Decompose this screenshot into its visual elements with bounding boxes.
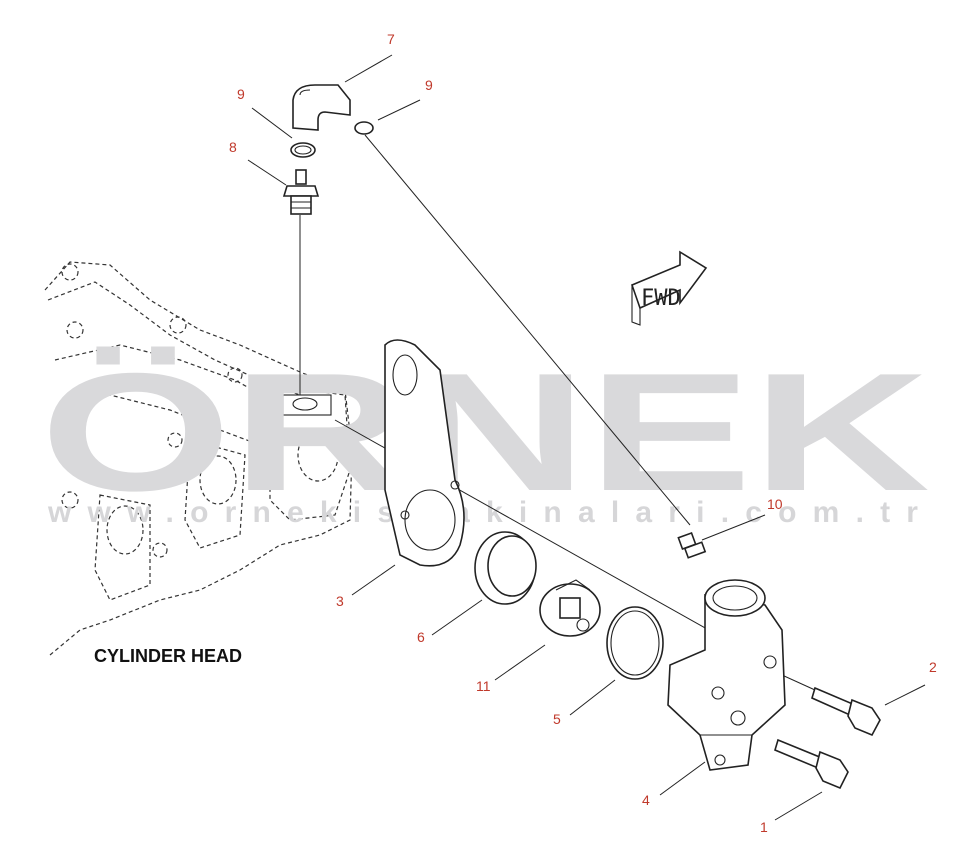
callout-2: 2 (929, 659, 937, 675)
callout-10: 10 (767, 496, 783, 512)
callout-7: 7 (387, 31, 395, 47)
watermark: ÖRNEK www.ornekismakinalari.com.tr (40, 338, 930, 529)
callout-3: 3 (336, 593, 344, 609)
clamp-right (354, 121, 374, 135)
callout-1: 1 (760, 819, 768, 835)
fwd-label: FWD (641, 286, 681, 311)
connector-small (677, 531, 707, 559)
thermostat (539, 579, 601, 637)
callout-4: 4 (642, 792, 650, 808)
callout-6: 6 (417, 629, 425, 645)
watermark-brand: ÖRNEK (40, 338, 930, 526)
o-ring (606, 606, 664, 680)
clamp-left (290, 142, 316, 158)
callout-5: 5 (553, 711, 561, 727)
callout-8: 8 (229, 139, 237, 155)
connector (282, 169, 320, 215)
cylinder-head-outline (44, 261, 353, 656)
cylinder-head-label: CYLINDER HEAD (94, 646, 242, 666)
bolt-lower (774, 738, 849, 790)
callouts: 7 9 9 8 10 2 3 6 11 5 4 1 (229, 31, 937, 835)
thermostat-housing (667, 579, 786, 771)
callout-9-right: 9 (425, 77, 433, 93)
fwd-arrow: FWD (630, 250, 708, 326)
callout-9-left: 9 (237, 86, 245, 102)
gasket (384, 339, 465, 567)
callout-11: 11 (476, 678, 491, 694)
hose (292, 84, 351, 131)
seal (474, 531, 537, 605)
leader-lines (247, 54, 926, 821)
bolt-upper (811, 686, 881, 737)
